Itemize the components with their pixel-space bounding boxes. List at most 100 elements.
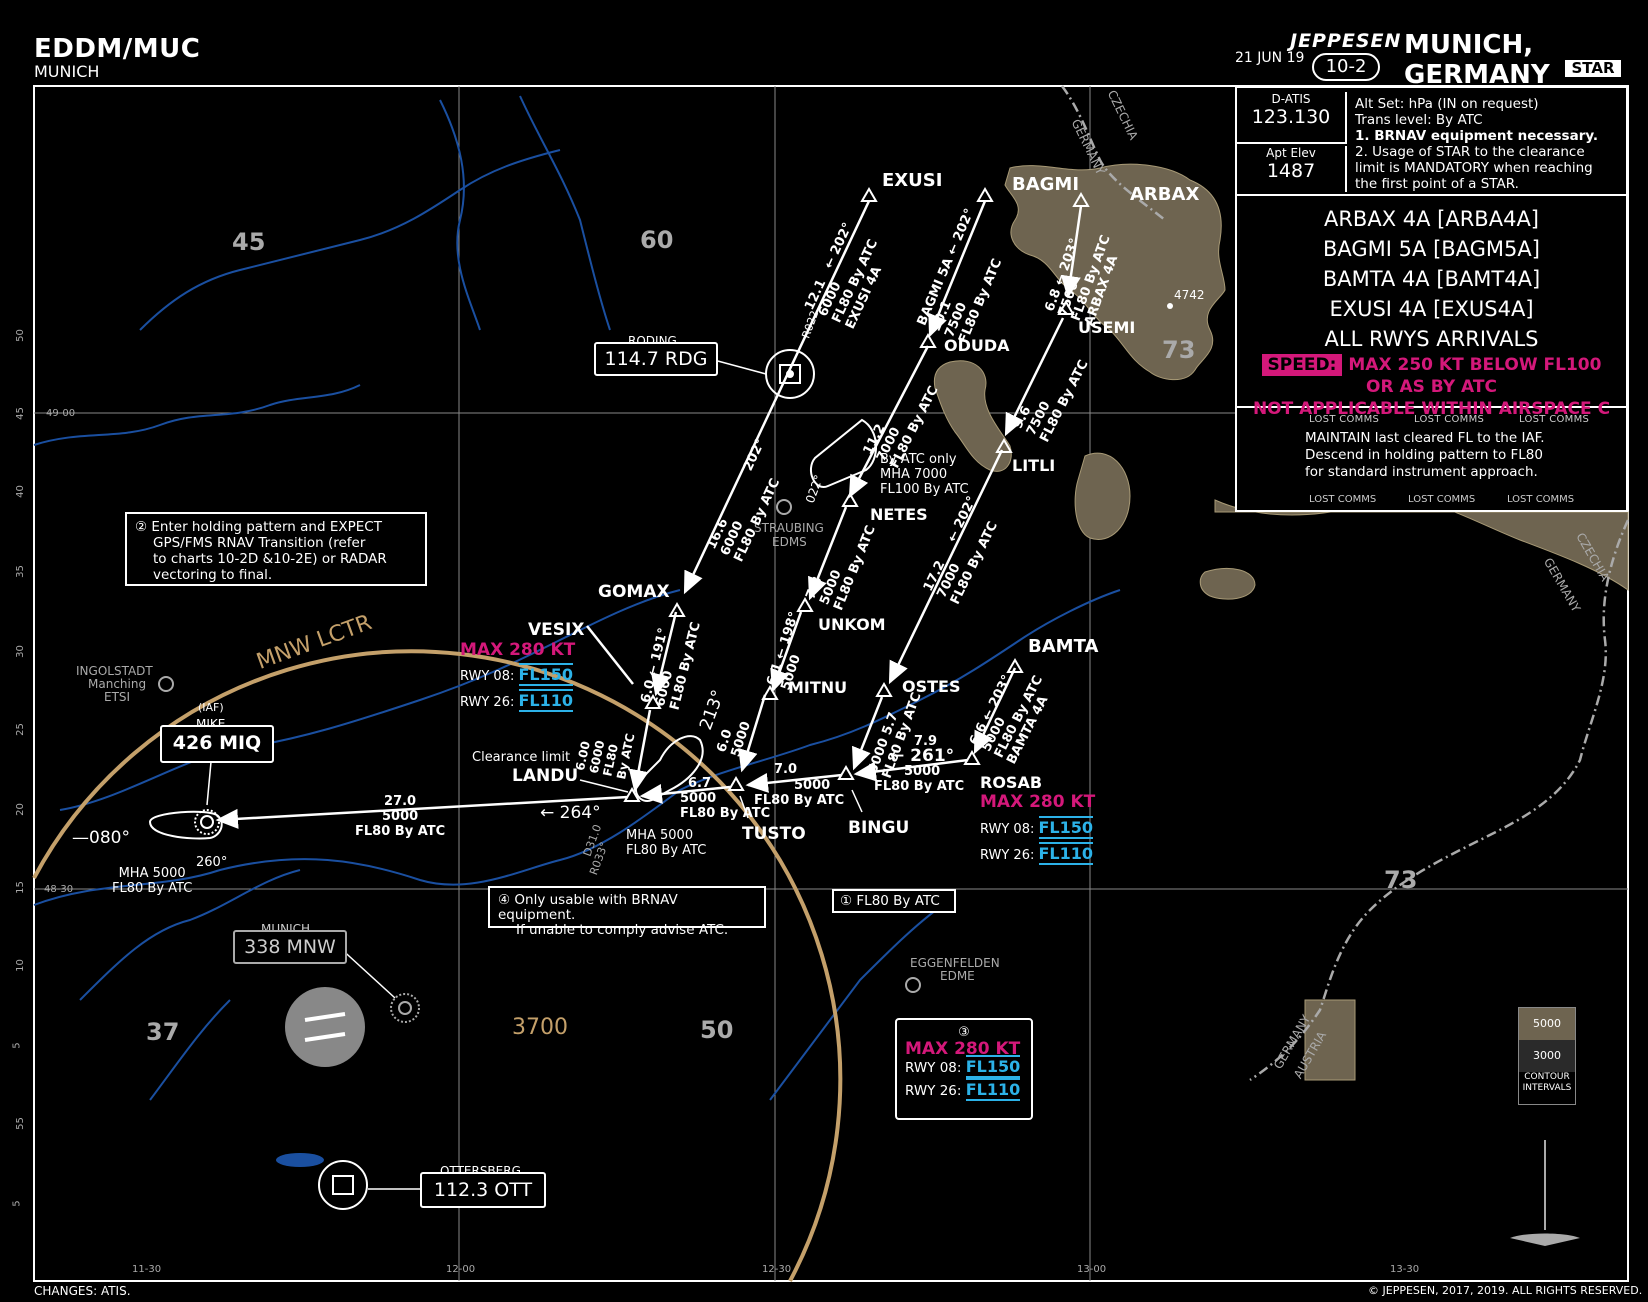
leader-lines	[206, 359, 863, 1190]
min-label: 40	[14, 485, 26, 498]
min-label: 5	[11, 1042, 23, 1049]
eggenfelden-code: EDME	[940, 969, 975, 983]
mike-hold-label: MHA 5000 FL80 By ATC	[112, 866, 193, 896]
rosab-rwy08: RWY 08: FL150	[980, 816, 1094, 839]
panel-note: Trans level: By ATC	[1355, 112, 1483, 128]
procedure-list: ARBAX 4A [ARBA4A] BAGMI 5A [BAGM5A] BAMT…	[1237, 196, 1626, 419]
munich-ndb-frequency: 338 MNW	[233, 930, 347, 964]
fix-litli: LITLI	[1012, 456, 1056, 475]
landu-hold-label: MHA 5000 FL80 By ATC	[626, 828, 707, 858]
note-4-box: ④ Only usable with BRNAV equipment. If u…	[488, 886, 766, 938]
min-label: 15	[14, 881, 26, 894]
min-label: 55	[14, 1117, 26, 1130]
grid-msa: 73	[1384, 866, 1418, 894]
chart-city: MUNICH, GERMANY	[1404, 30, 1550, 90]
min-label: 50	[14, 329, 26, 342]
lon-label: 12-30	[762, 1264, 792, 1275]
manching-label: Manching	[88, 677, 147, 691]
fix-rosab: ROSAB	[980, 773, 1043, 792]
fix-netes: NETES	[870, 505, 928, 524]
airport-munich-symbol	[285, 987, 365, 1067]
star-routes	[215, 200, 1083, 829]
terrain-contours	[933, 163, 1629, 1081]
chart-type: STAR	[1565, 60, 1621, 77]
lon-label: 12-00	[446, 1264, 476, 1275]
lat-label: 48-30	[44, 884, 74, 895]
fix-landu: LANDU	[512, 766, 579, 786]
speed-line: OR AS BY ATC	[1366, 377, 1497, 397]
lost-comms-text: MAINTAIN last cleared FL to the IAF. Des…	[1305, 430, 1545, 480]
min-label: 20	[14, 803, 26, 816]
lost-comms-box: LOST COMMS LOST COMMS LOST COMMS MAINTAI…	[1237, 408, 1626, 510]
speed-tag: SPEED:	[1261, 354, 1343, 376]
min-label: 30	[14, 645, 26, 658]
comm-row: D-ATIS 123.130 Apt Elev 1487 Alt Set: hP…	[1237, 88, 1626, 196]
eggenfelden-label: EGGENFELDEN	[910, 956, 1000, 970]
fix-gomax: GOMAX	[598, 582, 670, 602]
bingu-route-label: 7.0 ← 5000 FL80 By ATC	[754, 762, 845, 808]
fix-tusto: TUSTO	[742, 824, 806, 844]
vor-ottersberg-symbol	[318, 1160, 368, 1210]
airport-name: MUNICH	[34, 62, 100, 81]
procedure-name: ARBAX 4A [ARBA4A]	[1323, 207, 1540, 231]
roding-frequency: 114.7 RDG	[594, 342, 718, 376]
brand-logo: JEPPESEN	[1290, 30, 1402, 52]
map-frame	[33, 85, 1629, 1282]
fix-mitnu: MITNU	[788, 678, 848, 697]
ndb-mike-symbol	[194, 809, 220, 835]
lon-label: 11-30	[132, 1264, 162, 1275]
vesix-rwy26: RWY 26: FL110	[460, 689, 574, 712]
note-3-box: ③ MAX 280 KT RWY 08: FL150 RWY 26: FL110	[895, 1018, 1033, 1120]
panel-note: 1. BRNAV equipment necessary.	[1355, 128, 1599, 144]
atis-cell: D-ATIS 123.130	[1237, 92, 1347, 144]
procedure-name: BAMTA 4A [BAMT4A]	[1322, 267, 1541, 291]
note-1-box: ① FL80 By ATC	[832, 889, 956, 913]
vesix-rwy08: RWY 08: FL150	[460, 663, 574, 686]
grid-msa: 50	[700, 1016, 734, 1044]
fix-unkom: UNKOM	[818, 615, 886, 634]
manching-code: ETSI	[104, 690, 131, 704]
procedure-name: BAGMI 5A [BAGM5A]	[1323, 237, 1540, 261]
straubing-label: STRAUBING	[754, 521, 824, 535]
lon-label: 13-30	[1390, 1264, 1420, 1275]
rosab-route-label: 7.9 ← 261° 5000 FL80 By ATC	[874, 734, 965, 794]
panel-note: the first point of a STAR.	[1355, 176, 1519, 192]
info-panel: D-ATIS 123.130 Apt Elev 1487 Alt Set: hP…	[1235, 86, 1628, 512]
ingolstadt-label: INGOLSTADT	[76, 664, 153, 678]
straubing-code: EDMS	[772, 535, 807, 549]
atis-label: D-ATIS	[1271, 92, 1311, 106]
lost-comms-label: LOST COMMS LOST COMMS LOST COMMS	[1309, 414, 1590, 425]
mike-hold-outbound: 260°	[196, 855, 228, 870]
chart-date: 21 JUN 19	[1235, 50, 1305, 66]
fix-symbols	[623, 187, 1090, 802]
grid-msa: 60	[640, 226, 674, 254]
mike-route-label: 27.0 5000 FL80 By ATC	[355, 794, 446, 839]
min-label: 10	[14, 959, 26, 972]
lost-comms-label: LOST COMMS LOST COMMS LOST COMMS	[1309, 494, 1575, 505]
mike-hold-inbound: —080°	[72, 828, 130, 848]
fix-bagmi: BAGMI	[1012, 174, 1080, 195]
procedure-name: EXUSI 4A [EXUS4A]	[1329, 297, 1534, 321]
copyright-footer: © JEPPESEN, 2017, 2019. ALL RIGHTS RESER…	[1368, 1284, 1643, 1297]
min-label: 35	[14, 565, 26, 578]
mike-inbound-course: ← 264°	[540, 803, 601, 823]
ctr-altitude: 3700	[512, 1015, 568, 1040]
fix-usemi: USEMI	[1078, 318, 1136, 337]
grid-msa: 37	[146, 1018, 180, 1046]
tusto-route-label: 6.7 5000 FL80 By ATC	[680, 776, 771, 821]
min-label: 25	[14, 723, 26, 736]
lake	[276, 1153, 324, 1167]
fix-bingu: BINGU	[848, 818, 910, 838]
grid-msa: 45	[232, 228, 266, 256]
ndb-munich-symbol	[390, 993, 420, 1023]
elev-cell: Apt Elev 1487	[1237, 146, 1347, 192]
min-label: 45	[14, 407, 26, 420]
airport-id: EDDM/MUC	[34, 34, 201, 64]
vor-roding-symbol	[765, 349, 815, 399]
fix-vesix: VESIX	[528, 620, 585, 640]
speed-line: NOT APPLICABLE WITHIN AIRSPACE C	[1252, 399, 1611, 419]
spot-elevation	[1167, 303, 1173, 309]
lat-label: 49-00	[46, 408, 76, 419]
panel-notes: Alt Set: hPa (IN on request) Trans level…	[1355, 96, 1625, 192]
